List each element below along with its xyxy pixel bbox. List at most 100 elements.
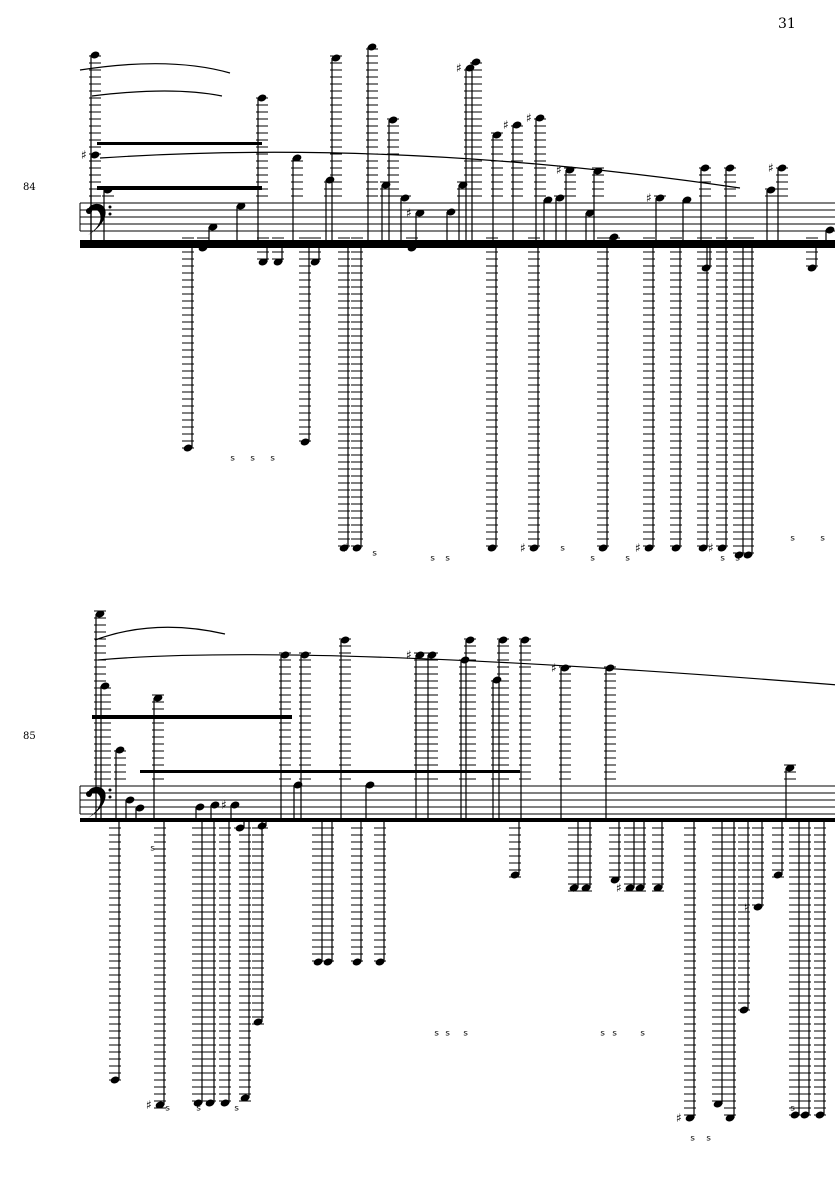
accidental-sharp: ♯ [221, 798, 227, 812]
notehead [388, 116, 398, 124]
rest-icon: ˢ [706, 1133, 711, 1149]
notehead [110, 1076, 120, 1084]
notehead [400, 194, 410, 202]
notehead [807, 264, 817, 272]
rest-icon: ˢ [196, 1103, 201, 1119]
notehead [471, 58, 481, 66]
notehead [257, 94, 267, 102]
notehead [698, 544, 708, 552]
notehead [367, 43, 377, 51]
notehead [700, 164, 710, 172]
beam [140, 770, 520, 773]
accidental-sharp: ♯ [551, 661, 557, 675]
notehead [339, 544, 349, 552]
notehead [701, 264, 711, 272]
rest-icon: ˢ [625, 553, 630, 569]
notehead [766, 186, 776, 194]
rest-icon: ˢ [150, 843, 155, 859]
accidental-sharp: ♯ [646, 191, 652, 205]
notehead [331, 54, 341, 62]
notehead [352, 958, 362, 966]
notehead [644, 544, 654, 552]
notehead [800, 1111, 810, 1119]
rest-icon: ˢ [600, 1028, 605, 1044]
beam [97, 186, 262, 190]
rest-icon: ˢ [590, 553, 595, 569]
rest-icon: ˢ [790, 533, 795, 549]
rest-icon: ˢ [230, 453, 235, 469]
notehead [510, 871, 520, 879]
notehead [292, 154, 302, 162]
notehead [815, 1111, 825, 1119]
bass-clef-dot [108, 788, 112, 792]
rest-icon: ˢ [690, 1133, 695, 1149]
rest-icon: ˢ [372, 548, 377, 564]
notehead [487, 544, 497, 552]
bass-clef-dot [108, 205, 112, 209]
notehead [492, 131, 502, 139]
notehead [340, 636, 350, 644]
accidental-sharp: ♯ [146, 1098, 152, 1112]
rest-icon: ˢ [735, 553, 740, 569]
accidental-sharp: ♯ [456, 61, 462, 75]
rest-icon: ˢ [165, 1103, 170, 1119]
notehead [498, 636, 508, 644]
notehead [569, 884, 579, 892]
accidental-sharp: ♯ [503, 118, 509, 132]
notehead [352, 544, 362, 552]
notehead [381, 181, 391, 189]
notehead [565, 166, 575, 174]
notehead [375, 958, 385, 966]
notehead [543, 196, 553, 204]
notehead [825, 226, 835, 234]
rest-icon: ˢ [720, 553, 725, 569]
notehead [210, 801, 220, 809]
beam [80, 240, 835, 244]
notehead [653, 884, 663, 892]
rest-icon: ˢ [434, 1028, 439, 1044]
notehead [739, 1006, 749, 1014]
accidental-sharp: ♯ [572, 881, 578, 895]
accidental-sharp: ♯ [406, 648, 412, 662]
notehead [465, 636, 475, 644]
notehead [635, 884, 645, 892]
accidental-sharp: ♯ [744, 900, 750, 914]
notehead [682, 196, 692, 204]
notehead [717, 544, 727, 552]
notehead [95, 610, 105, 618]
rest-icon: ˢ [463, 1028, 468, 1044]
notehead [427, 651, 437, 659]
notehead [790, 1111, 800, 1119]
notehead [598, 544, 608, 552]
measure-number-85: 85 [23, 731, 36, 742]
notehead [273, 258, 283, 266]
tie [94, 626, 226, 641]
notehead [300, 438, 310, 446]
rest-icon: ˢ [270, 453, 275, 469]
beam [80, 818, 835, 822]
notehead [313, 958, 323, 966]
notehead [100, 682, 110, 690]
notehead [743, 551, 753, 559]
rest-icon: ˢ [445, 1028, 450, 1044]
notehead [655, 194, 665, 202]
accidental-sharp: ♯ [406, 206, 412, 220]
rest-icon: ˢ [250, 453, 255, 469]
rest-icon: ˢ [430, 553, 435, 569]
accidental-sharp: ♯ [526, 111, 532, 125]
beam [80, 244, 835, 248]
rest-icon: ˢ [234, 1103, 239, 1119]
notehead [240, 1094, 250, 1102]
accidental-sharp: ♯ [343, 541, 349, 555]
tie [91, 90, 223, 97]
accidental-sharp: ♯ [556, 163, 562, 177]
notehead [581, 884, 591, 892]
rest-icon: ˢ [445, 553, 450, 569]
notehead [193, 1099, 203, 1107]
notehead [415, 209, 425, 217]
notehead [258, 258, 268, 266]
rest-icon: ˢ [790, 1103, 795, 1119]
rest-icon: ˢ [560, 543, 565, 559]
notehead [365, 781, 375, 789]
bass-clef-dot [108, 212, 112, 216]
